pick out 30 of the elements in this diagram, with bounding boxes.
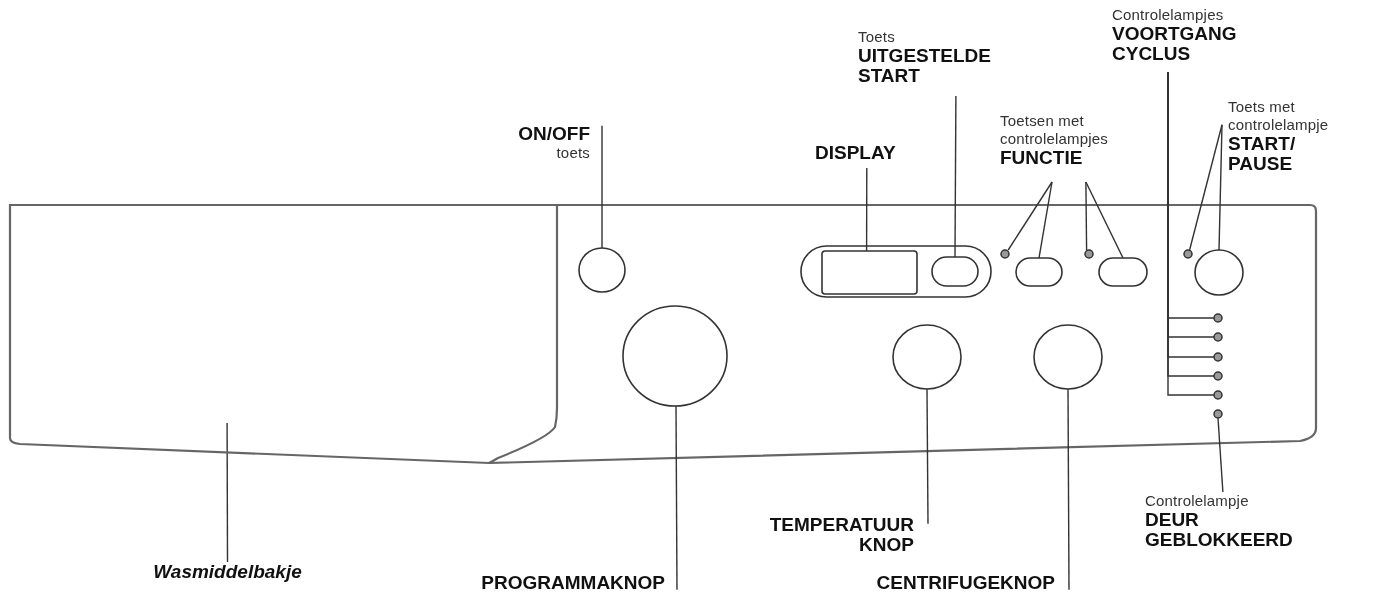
- leader-line: [926, 388, 929, 525]
- leader-line: [1217, 417, 1224, 493]
- leader-line: [1067, 388, 1070, 591]
- leader-line: [1218, 124, 1223, 251]
- leader-line: [601, 125, 603, 249]
- leader-line: [675, 405, 678, 591]
- callout-label: CENTRIFUGEKNOP: [876, 573, 1055, 593]
- callout-label: FUNCTIE: [1000, 148, 1083, 168]
- callout-label: DEUR GEBLOKKEERD: [1145, 510, 1294, 550]
- leader-line: [226, 422, 229, 563]
- callout-label: START/ PAUSE: [1228, 134, 1297, 174]
- callout-label: Toets met controlelampje: [1228, 98, 1330, 134]
- leader-line: [1038, 181, 1053, 259]
- callout-label: toets: [556, 144, 590, 162]
- callout-label: PROGRAMMAKNOP: [481, 573, 665, 593]
- leader-line: [954, 95, 957, 258]
- callout-label: Toets: [858, 28, 895, 46]
- leader-line: [865, 167, 868, 252]
- callout-label: Controlelampje: [1145, 492, 1249, 510]
- leader-line: [1007, 181, 1053, 251]
- callout-label: UITGESTELDE START: [858, 46, 992, 86]
- callout-label: Controlelampjes: [1112, 6, 1224, 24]
- leader-line: [1085, 181, 1088, 251]
- callout-label: VOORTGANG CYCLUS: [1112, 24, 1238, 64]
- callout-label: Toetsen met controlelampjes: [1000, 112, 1110, 148]
- callout-label: Wasmiddelbakje: [153, 562, 302, 582]
- callout-label: DISPLAY: [815, 143, 896, 163]
- callout-label: ON/OFF: [518, 124, 590, 144]
- callout-label: TEMPERATUUR KNOP: [768, 515, 914, 555]
- leader-line: [1085, 181, 1124, 259]
